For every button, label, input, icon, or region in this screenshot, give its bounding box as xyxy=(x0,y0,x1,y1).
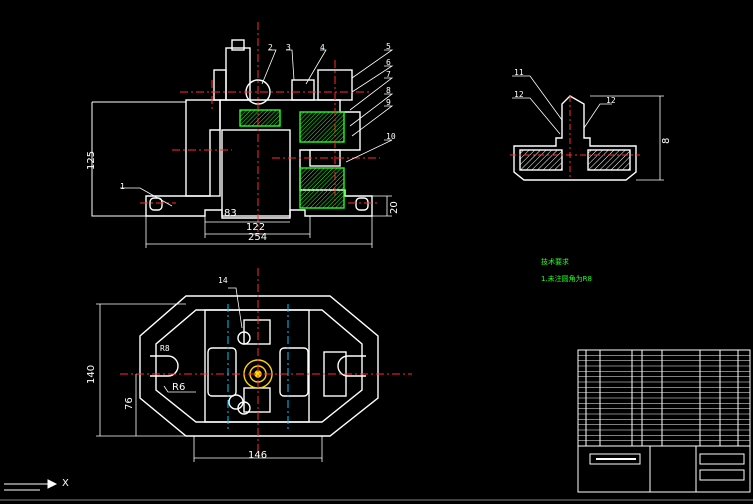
dim-146: 146 xyxy=(248,450,268,461)
balloon-6: 6 xyxy=(386,58,391,67)
balloon-11: 11 xyxy=(514,68,524,77)
front-leaders xyxy=(120,49,394,207)
plan-view-inner xyxy=(155,309,363,423)
balloon-10: 10 xyxy=(386,132,396,141)
ucs-x-label: X xyxy=(62,478,69,489)
ucs-icon xyxy=(4,479,58,491)
plan-dimensions xyxy=(96,287,323,462)
balloon-4: 4 xyxy=(320,43,325,52)
side-detail-view xyxy=(510,75,664,181)
plan-view-outer xyxy=(139,295,379,437)
dim-140: 140 xyxy=(86,364,97,384)
dim-83: 83 xyxy=(224,208,237,219)
balloon-14: 14 xyxy=(218,276,228,285)
balloon-12b: 12 xyxy=(606,96,616,105)
front-centerlines xyxy=(140,22,380,232)
plan-centerlines xyxy=(120,268,412,452)
title-block xyxy=(577,349,751,493)
dim-122: 122 xyxy=(246,222,266,233)
balloon-2: 2 xyxy=(268,43,273,52)
dim-r8: R8 xyxy=(160,344,170,353)
balloon-5: 5 xyxy=(386,42,391,51)
dim-r6: R6 xyxy=(172,382,186,393)
dim-side-8: 8 xyxy=(661,137,672,144)
dim-20: 20 xyxy=(389,201,400,214)
balloon-12a: 12 xyxy=(514,90,524,99)
front-view xyxy=(91,39,373,219)
balloon-7: 7 xyxy=(386,70,391,79)
balloon-8: 8 xyxy=(386,86,391,95)
plan-view xyxy=(139,295,379,437)
balloon-1: 1 xyxy=(120,182,125,191)
balloon-9: 9 xyxy=(386,98,391,107)
dim-125: 125 xyxy=(86,150,97,170)
notes-title: 技术要求 xyxy=(541,258,569,266)
dim-76: 76 xyxy=(124,397,135,410)
notes-item-1: 1.未注圆角为R8 xyxy=(541,275,592,283)
front-dimensions xyxy=(145,195,392,248)
balloon-3: 3 xyxy=(286,43,291,52)
dim-254: 254 xyxy=(248,232,268,243)
